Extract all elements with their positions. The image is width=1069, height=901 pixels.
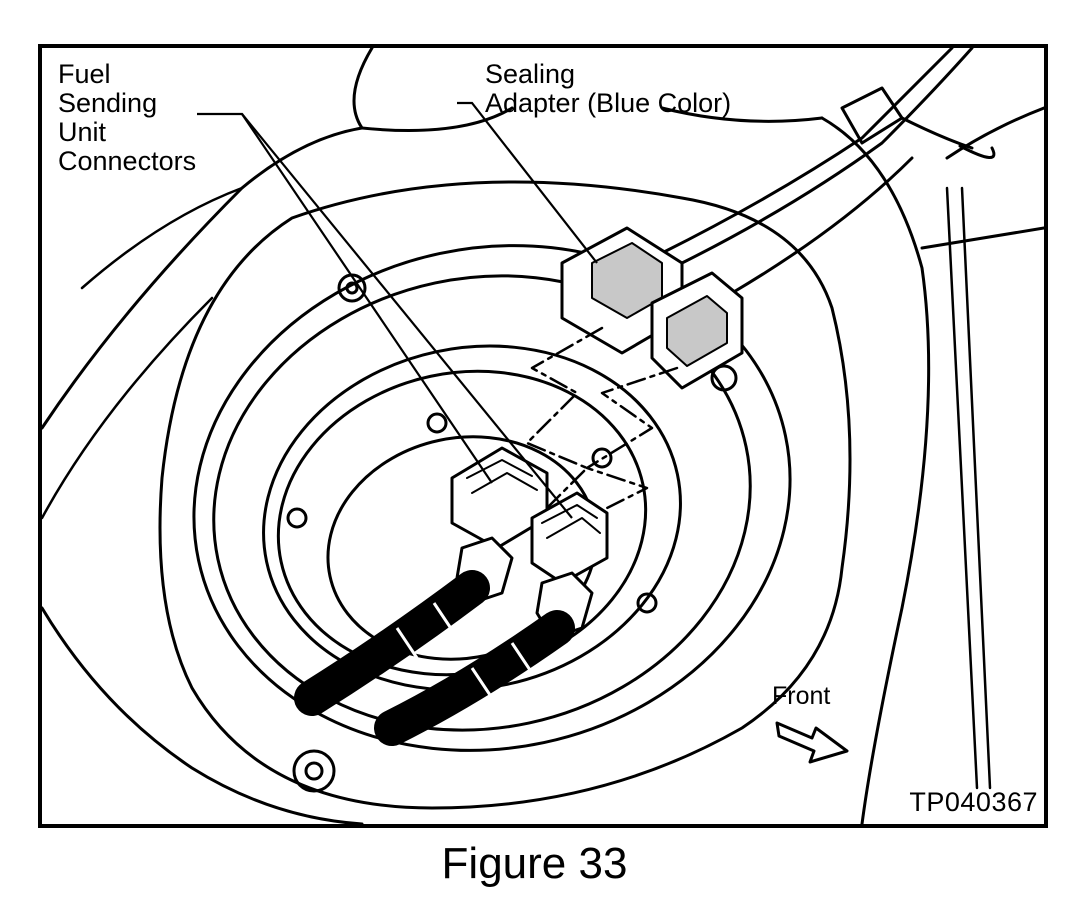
front-direction-label: Front	[772, 682, 831, 710]
fuel-sending-unit-connectors-label: Fuel Sending Unit Connectors	[58, 59, 197, 176]
fuel-pump-access-illustration	[42, 48, 1044, 824]
figure-frame: Fuel Sending Unit Connectors Sealing Ada…	[38, 44, 1048, 828]
drawing-code: TP040367	[909, 787, 1038, 817]
figure-caption: Figure 33	[441, 839, 628, 888]
hollow-arrow-right-icon	[775, 721, 849, 764]
sealing-adapter-label: Sealing Adapter (Blue Color)	[485, 59, 732, 118]
